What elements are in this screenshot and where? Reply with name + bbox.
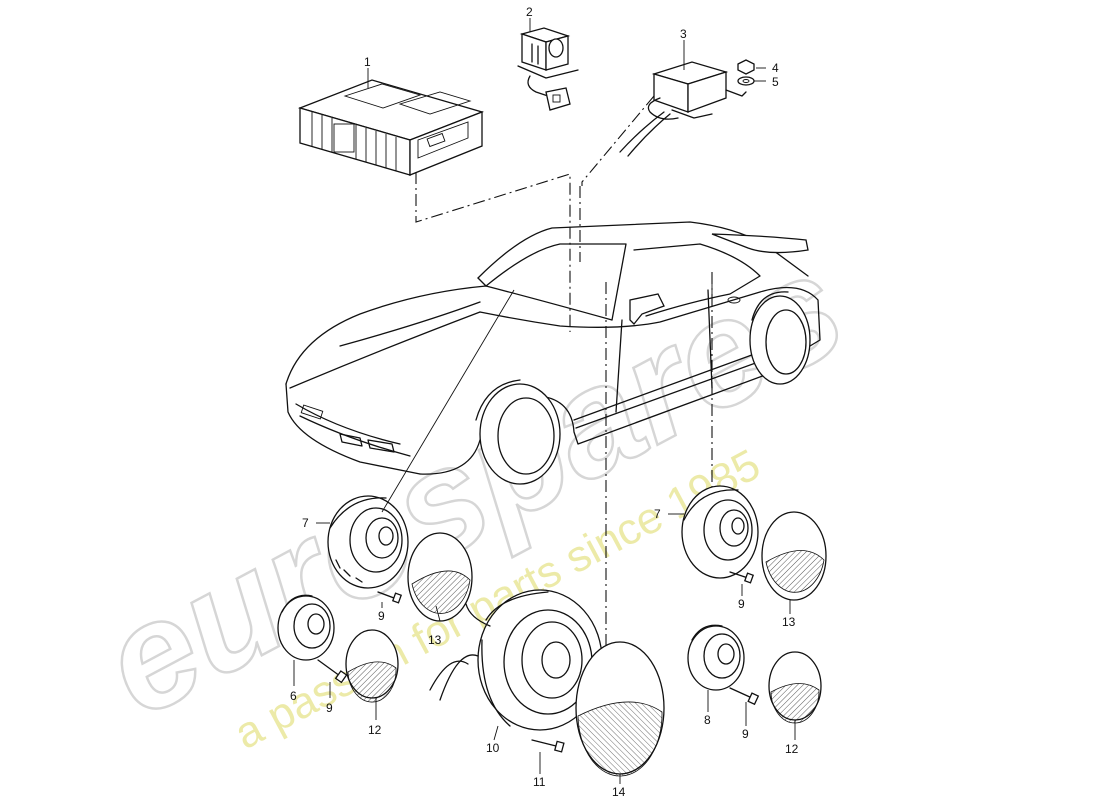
callout-1: 1 [364,55,371,69]
callout-3: 3 [680,27,687,41]
callout-labels: 1 2 3 4 5 7 7 6 9 9 9 9 13 13 12 12 10 1… [290,5,799,799]
callout-leaders [293,18,796,784]
nut [737,59,755,75]
callout-13-left: 13 [428,633,442,647]
callout-8: 8 [704,713,711,727]
callout-5: 5 [772,75,779,89]
screw-right-a [729,571,755,584]
screw-left-a [377,591,403,604]
grille-left-13 [407,532,473,622]
grille-right-13 [761,511,827,601]
screw-right-b [729,687,760,706]
speaker-center-large [429,589,603,731]
callout-13-right: 13 [782,615,796,629]
callout-12-right: 12 [785,742,799,756]
grille-left-12 [345,629,399,703]
callout-14: 14 [612,785,626,799]
callout-11: 11 [533,775,546,789]
amplifier-unit [297,79,485,176]
speaker-left-small [277,594,335,661]
control-module [619,61,747,157]
callout-12-left: 12 [368,723,382,737]
car-illustration [285,221,821,485]
watermark: eurospares a passion for parts since 198… [75,219,870,759]
speaker-right-small [687,624,745,691]
connector-lines [415,95,713,648]
callout-9-c: 9 [738,597,745,611]
grille-center-14 [575,641,665,777]
callout-9-b: 9 [326,701,333,715]
screw-left-b [317,659,348,684]
callout-10: 10 [486,741,500,755]
callout-2: 2 [526,5,533,19]
transformer [517,27,579,111]
screw-center [531,739,565,753]
grille-right-12 [768,651,822,724]
speaker-leader-lines [381,272,713,513]
washer [737,76,755,86]
callout-7-right: 7 [654,507,661,521]
speaker-right-large [681,485,759,579]
callout-9-d: 9 [742,727,749,741]
callout-4: 4 [772,61,779,75]
speaker-left-large [327,495,409,589]
callout-9-a: 9 [378,609,385,623]
callout-7-left: 7 [302,516,309,530]
callout-6: 6 [290,689,297,703]
